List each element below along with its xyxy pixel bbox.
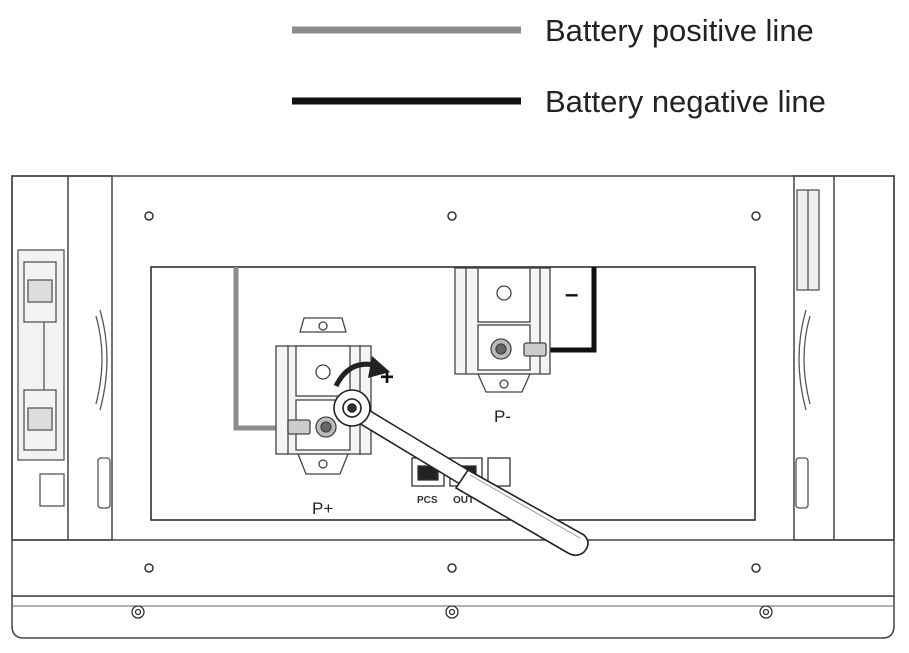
rj45-port-icon — [487, 457, 511, 487]
terminal-panel — [150, 266, 756, 521]
plus-sign: + — [380, 364, 394, 391]
left-handle — [17, 249, 111, 509]
left-side-panel — [11, 175, 113, 541]
legend-positive-label: Battery positive line — [545, 13, 814, 48]
port-label-pcs: PCS — [417, 495, 438, 506]
legend: Battery positive line Battery negative l… — [292, 13, 826, 119]
negative-terminal — [454, 267, 551, 393]
enclosure-body — [11, 175, 895, 597]
positive-terminal-label: P+ — [312, 499, 333, 518]
negative-sign: – — [565, 281, 578, 308]
wrench-icon — [333, 389, 589, 557]
negative-terminal-label: P- — [494, 407, 511, 426]
base-screws — [131, 605, 773, 619]
right-handle — [795, 189, 820, 509]
right-side-panel — [793, 175, 895, 541]
port-label-out: OUT — [453, 495, 474, 506]
rotation-arrow-icon — [333, 356, 390, 388]
battery-negative-line — [548, 267, 597, 353]
legend-negative-label: Battery negative line — [545, 84, 826, 119]
positive-terminal — [275, 317, 372, 475]
mounting-holes — [144, 211, 761, 573]
battery-positive-line — [233, 267, 290, 431]
